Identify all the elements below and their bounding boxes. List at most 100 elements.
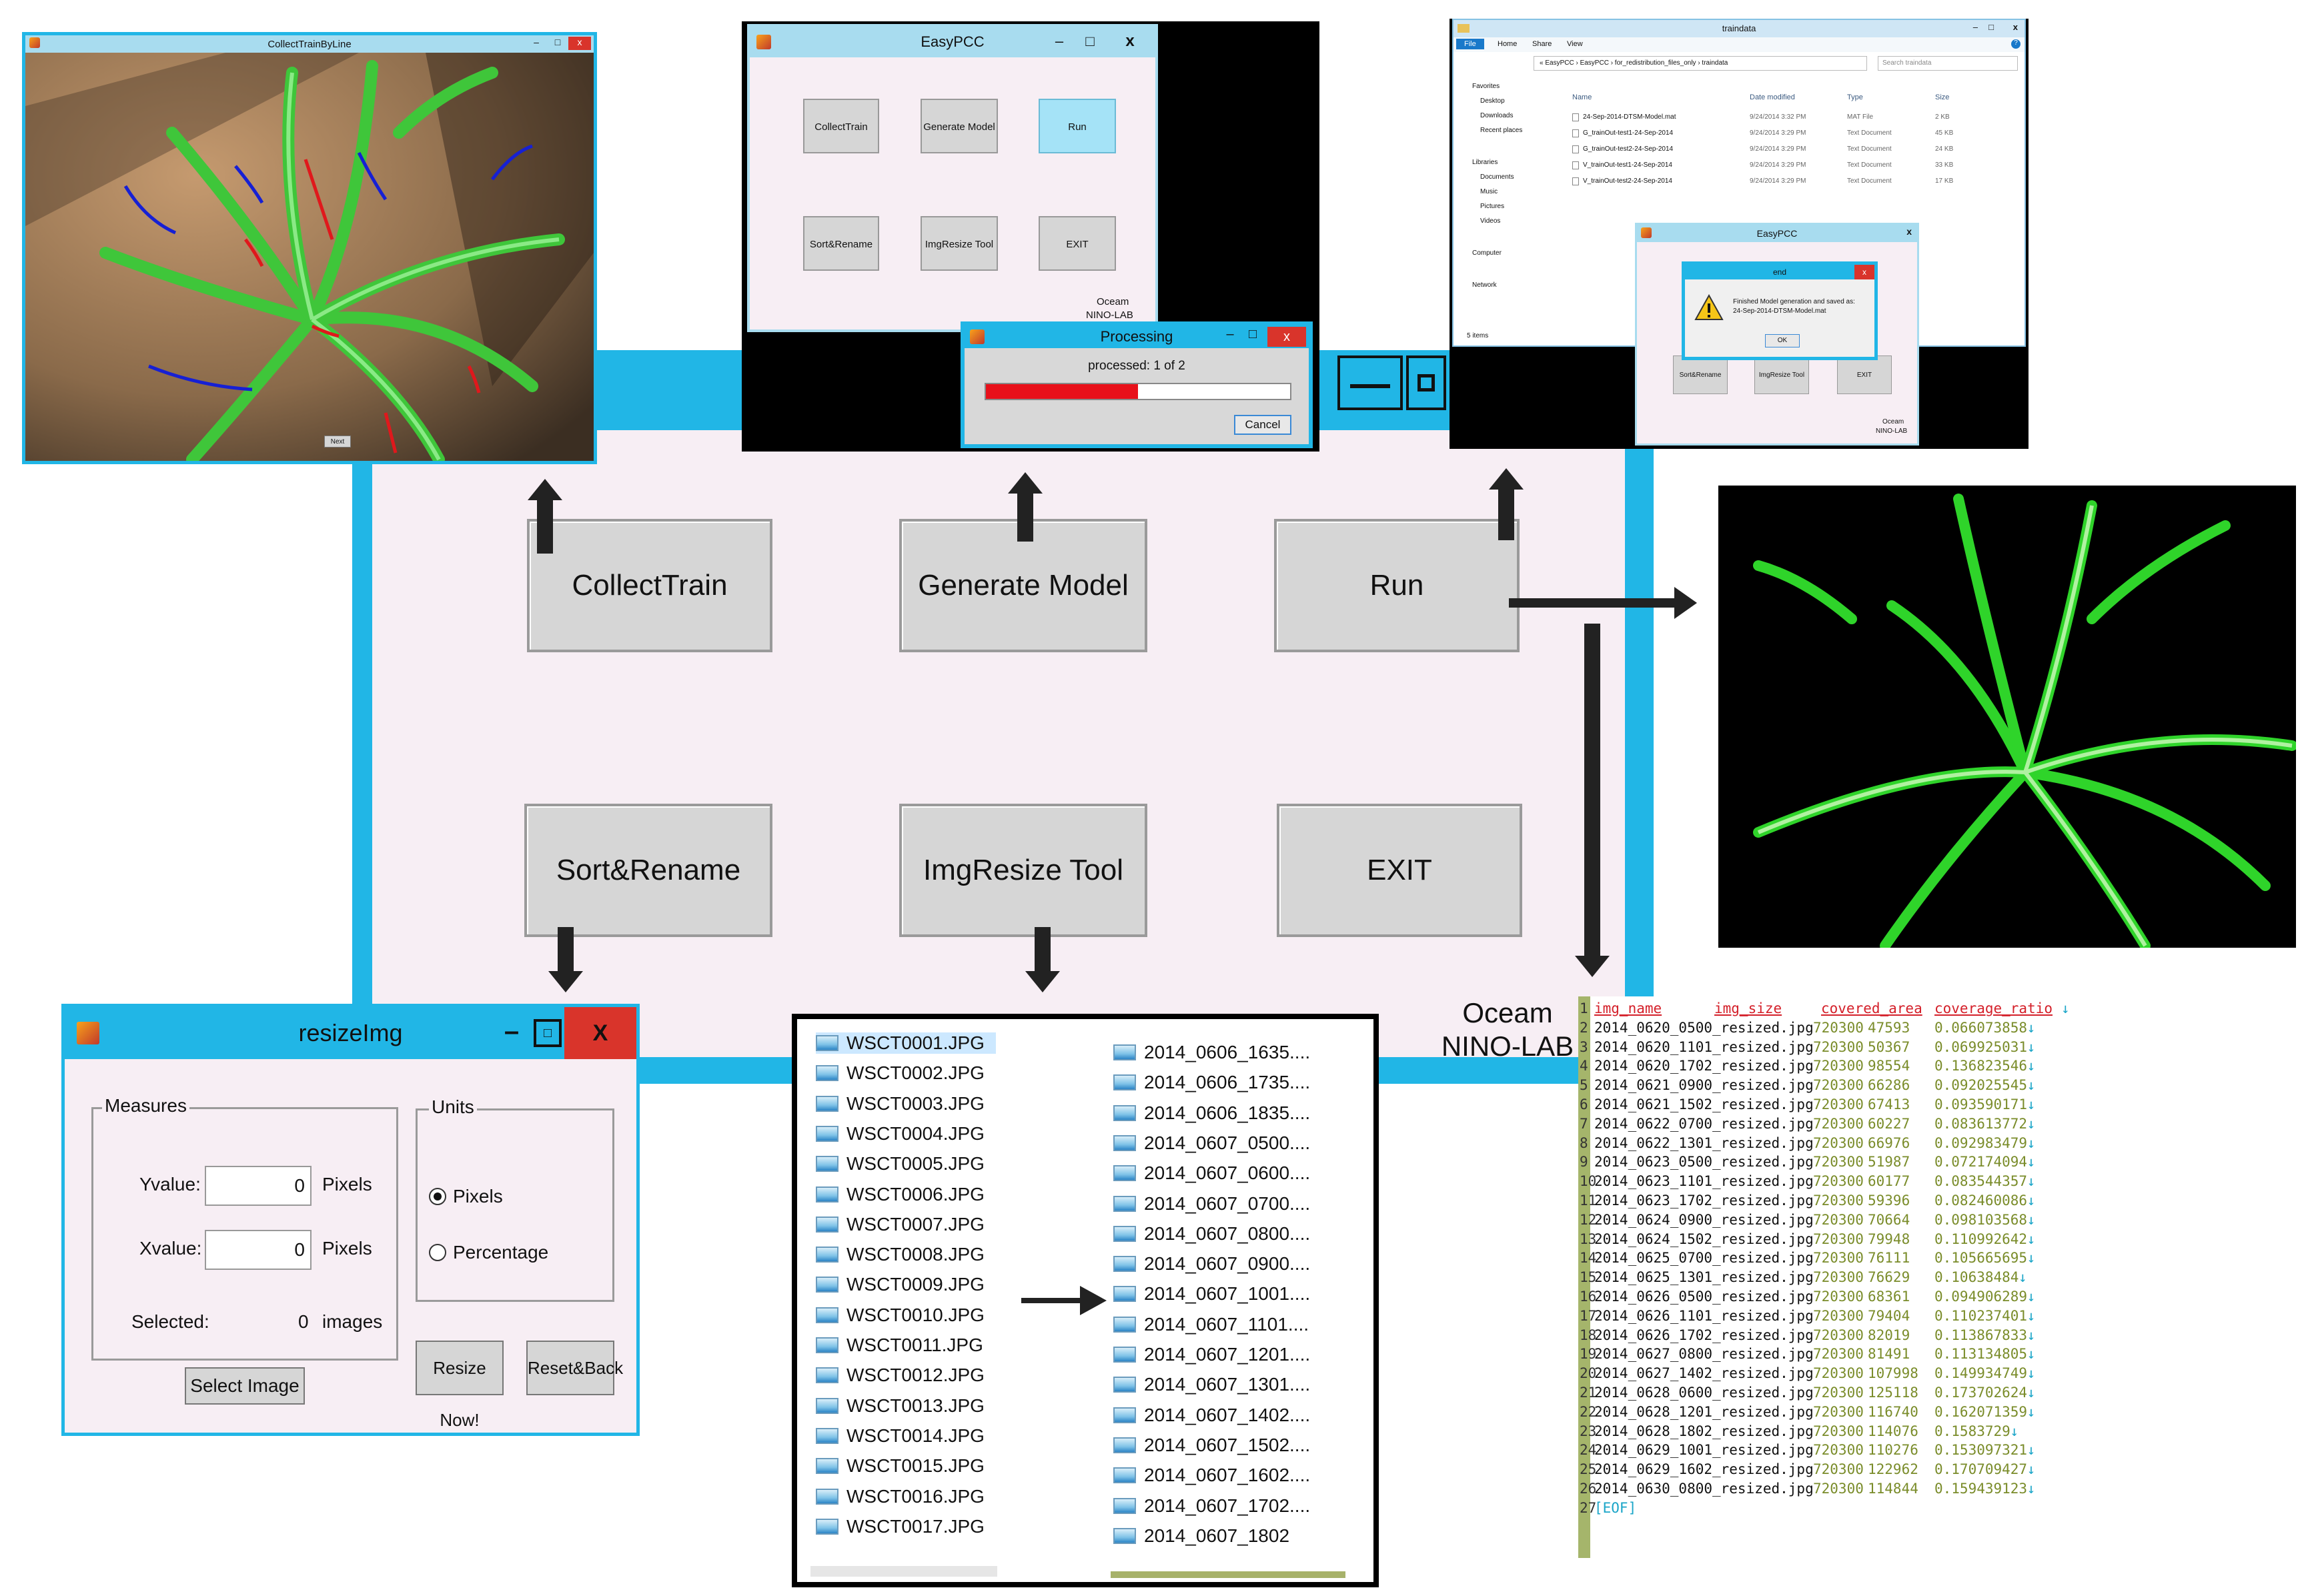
nav-item[interactable]: Network bbox=[1472, 281, 1497, 289]
original-file-item[interactable]: WSCT0008.JPG bbox=[816, 1244, 985, 1265]
address-bar[interactable]: « EasyPCC › EasyPCC › for_redistribution… bbox=[1534, 56, 1867, 71]
column-header[interactable]: Name bbox=[1572, 93, 1592, 101]
renamed-file-item[interactable]: 2014_0607_1001.... bbox=[1113, 1283, 1310, 1305]
maximize-button[interactable]: □ bbox=[554, 37, 561, 47]
original-file-item[interactable]: WSCT0002.JPG bbox=[816, 1062, 985, 1084]
minimize-button[interactable]: – bbox=[504, 1016, 520, 1046]
column-header[interactable]: Type bbox=[1847, 93, 1863, 101]
search-box[interactable]: Search traindata bbox=[1878, 56, 2018, 71]
resize-now-button[interactable]: Resize Now! bbox=[416, 1341, 504, 1430]
renamed-file-item[interactable]: 2014_0606_1735.... bbox=[1113, 1072, 1310, 1093]
renamed-file-item[interactable]: 2014_0607_1301.... bbox=[1113, 1374, 1310, 1395]
original-file-item[interactable]: WSCT0015.JPG bbox=[816, 1455, 985, 1477]
nav-item[interactable]: Favorites bbox=[1472, 83, 1500, 90]
maximize-button[interactable]: □ bbox=[1988, 22, 1994, 32]
renamed-file-item[interactable]: 2014_0607_1502.... bbox=[1113, 1435, 1310, 1456]
next-button[interactable]: Next bbox=[324, 436, 351, 448]
cancel-button[interactable]: Cancel bbox=[1234, 415, 1291, 435]
collect-train-button[interactable]: CollectTrain bbox=[803, 99, 879, 153]
imgresize-tool-button[interactable]: ImgResize Tool bbox=[1754, 355, 1809, 394]
original-file-item[interactable]: WSCT0010.JPG bbox=[816, 1305, 985, 1326]
minimize-button[interactable]: — bbox=[1337, 355, 1403, 410]
original-file-item[interactable]: WSCT0005.JPG bbox=[816, 1153, 985, 1174]
plant-image[interactable] bbox=[25, 53, 594, 461]
help-icon[interactable]: ? bbox=[2011, 39, 2020, 49]
original-file-item[interactable]: WSCT0012.JPG bbox=[816, 1365, 985, 1386]
select-image-button[interactable]: Select Image bbox=[185, 1367, 305, 1405]
minimize-button[interactable]: – bbox=[1055, 33, 1064, 49]
ribbon-tab-view[interactable]: View bbox=[1567, 40, 1583, 48]
renamed-file-item[interactable]: 2014_0607_1602.... bbox=[1113, 1465, 1310, 1486]
ribbon-tab-file[interactable]: File bbox=[1456, 39, 1484, 49]
minimize-button[interactable]: – bbox=[1972, 22, 1978, 32]
renamed-file-item[interactable]: 2014_0607_0800.... bbox=[1113, 1223, 1310, 1245]
nav-item[interactable]: Recent places bbox=[1480, 127, 1523, 134]
renamed-file-item[interactable]: 2014_0607_0900.... bbox=[1113, 1253, 1310, 1275]
renamed-file-item[interactable]: 2014_0607_1201.... bbox=[1113, 1344, 1310, 1365]
nav-item[interactable]: Computer bbox=[1472, 249, 1502, 257]
original-file-item[interactable]: WSCT0016.JPG bbox=[816, 1486, 985, 1507]
original-file-item[interactable]: WSCT0009.JPG bbox=[816, 1274, 985, 1295]
renamed-file-item[interactable]: 2014_0606_1635.... bbox=[1113, 1042, 1310, 1063]
original-file-item[interactable]: WSCT0001.JPG bbox=[816, 1032, 996, 1054]
renamed-file-item[interactable]: 2014_0607_0700.... bbox=[1113, 1193, 1310, 1215]
run-button[interactable]: Run bbox=[1039, 99, 1116, 153]
original-file-item[interactable]: WSCT0011.JPG bbox=[816, 1335, 983, 1356]
original-file-item[interactable]: WSCT0013.JPG bbox=[816, 1395, 985, 1417]
close-button[interactable]: x bbox=[1854, 265, 1874, 279]
minimize-button[interactable]: – bbox=[534, 37, 539, 47]
imgresize-tool-button[interactable]: ImgResize Tool bbox=[899, 804, 1147, 937]
renamed-file-item[interactable]: 2014_0607_1702.... bbox=[1113, 1495, 1310, 1517]
nav-item[interactable]: Downloads bbox=[1480, 112, 1514, 119]
minimize-button[interactable]: – bbox=[1226, 327, 1234, 341]
scrollbar-left[interactable] bbox=[810, 1566, 997, 1577]
exit-button[interactable]: EXIT bbox=[1039, 216, 1116, 271]
exit-button[interactable]: EXIT bbox=[1277, 804, 1522, 937]
renamed-file-item[interactable]: 2014_0607_0500.... bbox=[1113, 1132, 1310, 1154]
column-header[interactable]: Size bbox=[1935, 93, 1950, 101]
ribbon-tab-share[interactable]: Share bbox=[1532, 40, 1552, 48]
generate-model-button[interactable]: Generate Model bbox=[921, 99, 998, 153]
reset-back-button[interactable]: Reset&Back bbox=[526, 1341, 623, 1395]
yvalue-input[interactable]: 0 bbox=[205, 1166, 312, 1206]
renamed-file-item[interactable]: 2014_0606_1835.... bbox=[1113, 1102, 1310, 1124]
nav-item[interactable]: Desktop bbox=[1480, 97, 1505, 105]
close-button[interactable]: x bbox=[1267, 327, 1306, 347]
renamed-file-item[interactable]: 2014_0607_1101.... bbox=[1113, 1314, 1309, 1335]
renamed-file-item[interactable]: 2014_0607_1402.... bbox=[1113, 1405, 1310, 1426]
nav-item[interactable]: Libraries bbox=[1472, 159, 1498, 166]
maximize-button[interactable] bbox=[1406, 355, 1446, 410]
original-file-item[interactable]: WSCT0014.JPG bbox=[816, 1425, 985, 1447]
run-button[interactable]: Run bbox=[1274, 519, 1520, 652]
exit-button[interactable]: EXIT bbox=[1837, 355, 1892, 394]
original-file-item[interactable]: WSCT0007.JPG bbox=[816, 1214, 985, 1235]
sort-rename-button[interactable]: Sort&Rename bbox=[1673, 355, 1728, 394]
ribbon-tab-home[interactable]: Home bbox=[1498, 40, 1518, 48]
close-button[interactable]: x bbox=[1906, 226, 1912, 237]
column-header[interactable]: Date modified bbox=[1750, 93, 1795, 101]
imgresize-tool-button[interactable]: ImgResize Tool bbox=[921, 216, 998, 271]
xvalue-input[interactable]: 0 bbox=[205, 1230, 312, 1270]
nav-item[interactable]: Documents bbox=[1480, 173, 1514, 181]
radio-pixels[interactable]: Pixels bbox=[429, 1186, 503, 1207]
original-file-item[interactable]: WSCT0017.JPG bbox=[816, 1516, 985, 1537]
renamed-file-item[interactable]: 2014_0607_0600.... bbox=[1113, 1162, 1310, 1184]
ok-button[interactable]: OK bbox=[1765, 334, 1800, 347]
close-button[interactable]: x bbox=[568, 37, 591, 50]
sort-rename-button[interactable]: Sort&Rename bbox=[524, 804, 772, 937]
original-file-item[interactable]: WSCT0003.JPG bbox=[816, 1093, 985, 1114]
nav-item[interactable]: Videos bbox=[1480, 217, 1501, 225]
nav-item[interactable]: Music bbox=[1480, 188, 1498, 195]
close-button[interactable]: x bbox=[1125, 32, 1135, 50]
close-button[interactable]: x bbox=[2012, 22, 2018, 32]
maximize-button[interactable]: □ bbox=[1085, 33, 1095, 49]
nav-item[interactable]: Pictures bbox=[1480, 203, 1505, 210]
original-file-item[interactable]: WSCT0006.JPG bbox=[816, 1184, 985, 1205]
collect-train-button[interactable]: CollectTrain bbox=[527, 519, 772, 652]
close-button[interactable]: X bbox=[564, 1007, 636, 1059]
renamed-file-item[interactable]: 2014_0607_1802 bbox=[1113, 1525, 1289, 1547]
